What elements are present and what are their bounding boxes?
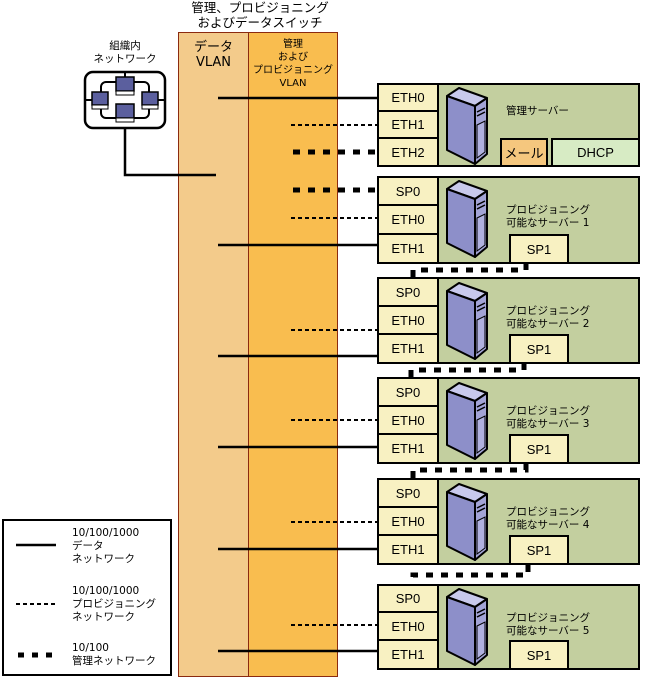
legend-text-line: データ [72, 540, 104, 552]
data-vlan-column: データ VLAN [178, 32, 248, 677]
mgmt-port-eth0: ETH0 [379, 85, 439, 112]
legend-item-management-network: 10/100 管理ネットワーク [72, 642, 156, 668]
legend-text-line: プロビジョニング [72, 598, 156, 610]
switch-title-line1: 管理、プロビジョニング [191, 0, 329, 15]
provisionable-server-4: SP0 ETH0 ETH1 プロビジョニング 可能なサーバー 4 SP1 [377, 478, 640, 565]
provisionable-server-2: SP0 ETH0 ETH1 プロビジョニング 可能なサーバー 2 SP1 [377, 277, 640, 364]
legend-text-line: 10/100/1000 [72, 585, 140, 597]
wire-s3-sp1-to-s4-sp0 [410, 464, 529, 478]
provisionable-server-5: SP0 ETH0 ETH1 プロビジョニング 可能なサーバー 5 SP1 [377, 584, 640, 670]
mgmt-vlan-label-line1: 管理 [283, 39, 303, 50]
port-sp0: SP0 [379, 178, 439, 206]
data-vlan-label-line1: データ [193, 40, 233, 55]
wire-s4-sp1-to-s5-sp0 [410, 565, 531, 584]
server-label-line1: プロビジョニング [506, 506, 590, 518]
legend-text-line: 10/100 [72, 642, 109, 654]
sp1-port: SP1 [509, 234, 569, 262]
port-eth1: ETH1 [379, 235, 439, 262]
server-label: プロビジョニング 可能なサーバー 3 [506, 405, 590, 431]
server-label: プロビジョニング 可能なサーバー 4 [506, 506, 590, 532]
wire-s1-sp1-to-s2-sp0 [410, 263, 529, 277]
port-sp0: SP0 [379, 480, 439, 508]
computer-icon [115, 76, 135, 96]
mgmt-provisioning-vlan-column: 管理 および プロビジョニング VLAN [248, 32, 338, 677]
switch-title: 管理、プロビジョニング およびデータスイッチ [170, 0, 350, 30]
computer-icon [141, 91, 159, 110]
server-label-line2: 可能なサーバー 4 [506, 519, 590, 531]
port-eth0: ETH0 [379, 206, 439, 235]
dhcp-service-box: DHCP [551, 138, 638, 165]
sp1-port: SP1 [509, 434, 569, 462]
provisionable-server-3: SP0 ETH0 ETH1 プロビジョニング 可能なサーバー 3 SP1 [377, 377, 640, 464]
sp1-port: SP1 [509, 334, 569, 362]
mgmt-port-eth1: ETH1 [379, 112, 439, 139]
port-eth0: ETH0 [379, 508, 439, 536]
port-eth0: ETH0 [379, 613, 439, 641]
management-server-box: ETH0 ETH1 ETH2 管理サーバー メール DHCP [377, 83, 640, 167]
legend-text-line: ネットワーク [72, 611, 135, 623]
legend-text-line: 10/100/1000 [72, 527, 140, 539]
data-vlan-label: データ VLAN [179, 40, 248, 70]
server-label-line2: 可能なサーバー 5 [506, 625, 590, 637]
legend-text-line: ネットワーク [72, 553, 135, 565]
server-label: プロビジョニング 可能なサーバー 5 [506, 612, 590, 638]
port-sp0: SP0 [379, 379, 439, 407]
port-sp0: SP0 [379, 279, 439, 307]
org-network-label: 組織内 ネットワーク [70, 40, 180, 66]
server-label-line1: プロビジョニング [506, 405, 590, 417]
port-eth1: ETH1 [379, 435, 439, 462]
switch-title-line2: およびデータスイッチ [197, 15, 323, 30]
sp1-port: SP1 [509, 640, 569, 668]
server-label-line2: 可能なサーバー 2 [506, 318, 590, 330]
server-label-line1: プロビジョニング [506, 204, 590, 216]
org-network-label-line2: ネットワーク [93, 53, 157, 65]
port-eth0: ETH0 [379, 307, 439, 335]
server-label-line1: プロビジョニング [506, 612, 590, 624]
legend-item-data-network: 10/100/1000 データ ネットワーク [72, 527, 139, 566]
data-vlan-label-line2: VLAN [195, 55, 232, 70]
provisionable-server-1: SP0 ETH0 ETH1 プロビジョニング 可能なサーバー 1 SP1 [377, 176, 640, 264]
computer-icon [115, 103, 135, 123]
computer-icon [91, 91, 109, 110]
mail-service-box: メール [500, 138, 548, 165]
wire-s2-sp1-to-s3-sp0 [408, 363, 527, 377]
mgmt-vlan-label-line4: VLAN [279, 78, 307, 89]
mgmt-vlan-label-line2: および [278, 52, 308, 63]
server-label: プロビジョニング 可能なサーバー 1 [506, 204, 590, 230]
legend-line-samples [16, 543, 58, 658]
legend-item-provisioning-network: 10/100/1000 プロビジョニング ネットワーク [72, 585, 156, 624]
mgmt-vlan-label: 管理 および プロビジョニング VLAN [249, 38, 337, 90]
legend: 10/100/1000 データ ネットワーク 10/100/1000 プロビジョ… [2, 519, 172, 676]
port-eth1: ETH1 [379, 335, 439, 362]
server-label-line2: 可能なサーバー 1 [506, 217, 590, 229]
legend-text-line: 管理ネットワーク [72, 655, 156, 667]
sp1-port: SP1 [509, 535, 569, 563]
mgmt-vlan-label-line3: プロビジョニング [253, 65, 333, 76]
server-label-line2: 可能なサーバー 3 [506, 418, 590, 430]
server-label: プロビジョニング 可能なサーバー 2 [506, 305, 590, 331]
server-label-line1: プロビジョニング [506, 305, 590, 317]
org-network-label-line1: 組織内 [109, 40, 141, 52]
port-sp0: SP0 [379, 586, 439, 613]
management-server-label: 管理サーバー [506, 105, 569, 117]
mgmt-port-eth2: ETH2 [379, 139, 439, 165]
port-eth0: ETH0 [379, 407, 439, 435]
port-eth1: ETH1 [379, 641, 439, 668]
port-eth1: ETH1 [379, 536, 439, 563]
